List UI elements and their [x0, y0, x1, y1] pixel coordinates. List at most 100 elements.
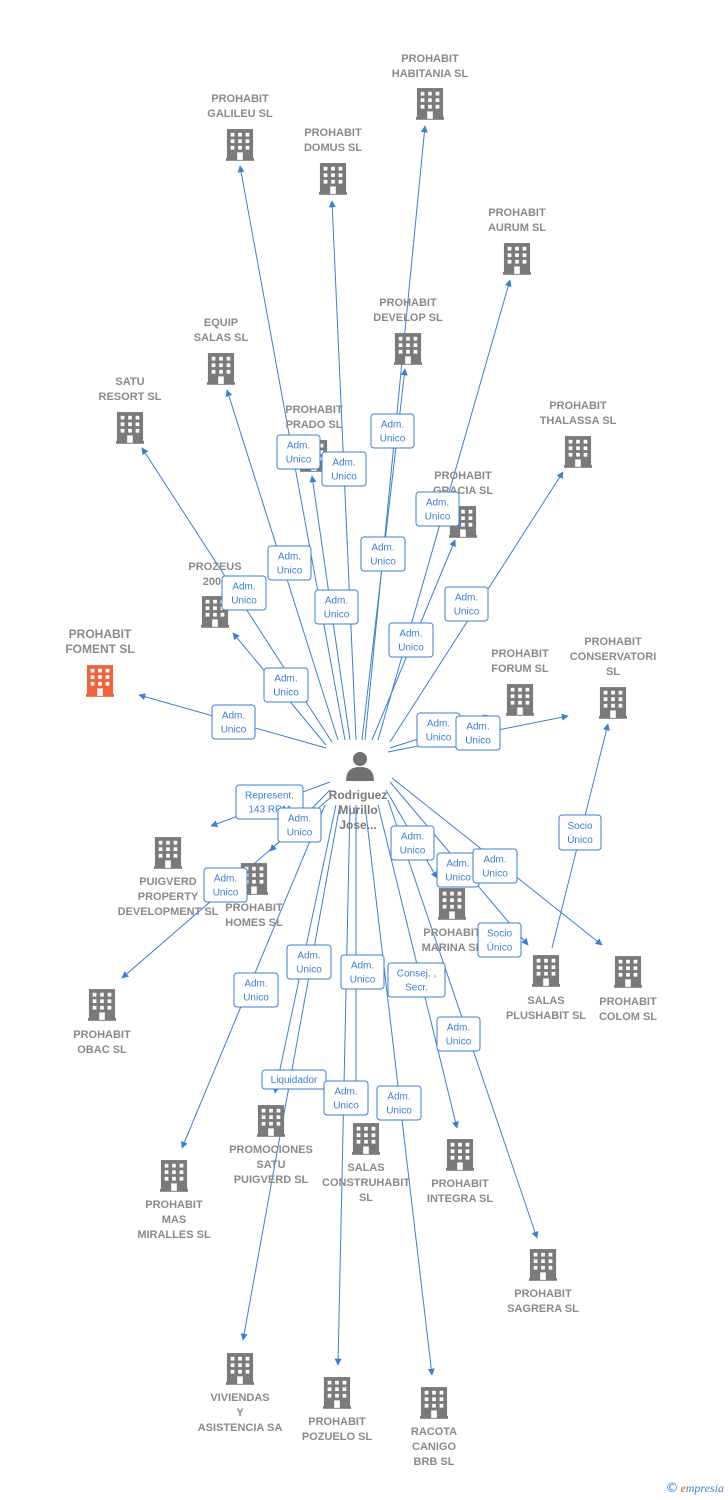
- edge-label-gracia[interactable]: Adm.Unico: [415, 491, 460, 527]
- building-icon: [614, 956, 642, 988]
- company-name-line: PROHABIT: [434, 470, 492, 482]
- company-name-line: PROHABIT: [491, 648, 549, 660]
- brand-name: mpresia: [685, 1481, 724, 1495]
- company-name-line: ASISTENCIA SA: [198, 1422, 283, 1434]
- edge-label-text: Unico: [446, 1037, 472, 1048]
- building-icon: [160, 1160, 188, 1192]
- edge-label-develop[interactable]: Adm.Unico: [360, 536, 406, 572]
- edge-label-racota[interactable]: Adm.Unico: [376, 1085, 422, 1121]
- building-icon: [446, 1139, 474, 1171]
- building-icon: [532, 955, 560, 987]
- building-icon: [438, 888, 466, 920]
- company-name-line: PROZEUS: [188, 561, 241, 573]
- edge-label-prado[interactable]: Adm.Unico: [314, 589, 359, 625]
- edge-label-forum[interactable]: Adm.Unico: [416, 712, 461, 748]
- building-icon: [352, 1123, 380, 1155]
- edge-label-mas[interactable]: Adm.Unico: [233, 972, 279, 1008]
- company-name-line: PRADO SL: [286, 419, 343, 431]
- edge-label-foment[interactable]: Adm.Unico: [211, 704, 256, 740]
- edge-label-text: Unico: [465, 736, 491, 747]
- edge-label-promociones[interactable]: Adm.Unico: [286, 944, 332, 980]
- company-node-habitania[interactable]: PROHABIT HABITANIA SL: [392, 53, 469, 120]
- company-name-line: INTEGRA SL: [427, 1193, 493, 1205]
- company-name-line: PROHABIT: [304, 127, 362, 139]
- company-name-line: PROHABIT: [145, 1199, 203, 1211]
- edge-label-sagrera[interactable]: Adm.Unico: [436, 1016, 481, 1052]
- edge-label-construhabit[interactable]: Adm.Unico: [340, 954, 385, 990]
- edge-label-text: Adm.: [381, 420, 404, 431]
- edge-label-prozeus[interactable]: Adm.Unico: [221, 575, 267, 611]
- edge-label-pozuelo[interactable]: Adm.Unico: [323, 1080, 369, 1116]
- company-name-line: OBAC SL: [77, 1044, 127, 1056]
- edge-label-text: Unico: [273, 688, 299, 699]
- edge-label-text: Secr.: [405, 983, 428, 994]
- edge-label-text: Unico: [286, 455, 312, 466]
- company-name-line: RACOTA: [411, 1426, 457, 1438]
- edge-label-habitania[interactable]: Adm.Unico: [370, 413, 415, 449]
- company-name-line: SL: [606, 666, 620, 678]
- edge-label-box: [360, 536, 406, 572]
- edge-label-text: Adm.: [297, 951, 320, 962]
- company-name-line: HABITANIA SL: [392, 68, 469, 80]
- edge-label-conservatori[interactable]: Adm.Unico: [455, 715, 501, 751]
- edge-label-domus[interactable]: Adm.Unico: [321, 451, 367, 487]
- edge-label-equip[interactable]: Adm.Unico: [267, 545, 312, 581]
- edge-label-homes[interactable]: Adm.Unico: [277, 807, 322, 843]
- edge-label-colom[interactable]: Adm.Unico: [472, 848, 518, 884]
- edge-label-box: [263, 667, 309, 703]
- edge-label-marina[interactable]: Adm.Unico: [390, 825, 435, 861]
- edge-label-satu[interactable]: Adm.Unico: [263, 667, 309, 703]
- center-person[interactable]: RodriguezMurilloJose...: [329, 752, 388, 832]
- company-name-line: AURUM SL: [488, 222, 546, 234]
- edge-label-box: [276, 434, 321, 470]
- company-name-line: MAS: [162, 1214, 186, 1226]
- company-name-line: FORUM SL: [491, 663, 549, 675]
- building-icon: [599, 687, 627, 719]
- edge-label-aurum[interactable]: Adm.Unico: [388, 622, 434, 658]
- company-name-line: RESORT SL: [99, 391, 162, 403]
- edge-label-promociones-liq[interactable]: Liquidador: [261, 1069, 327, 1090]
- edge-label-box: [387, 962, 446, 998]
- company-name-line: PROHABIT: [401, 53, 459, 65]
- company-node-forum[interactable]: PROHABIT FORUM SL: [491, 648, 549, 716]
- edge-label-box: [436, 1016, 481, 1052]
- edge-label-thalassa[interactable]: Adm.Unico: [444, 586, 489, 622]
- brand-footer[interactable]: ©empresia: [665, 1481, 724, 1496]
- company-name-line: CONSTRUHABIT: [322, 1177, 410, 1189]
- edge-label-integra[interactable]: Consej. ,Secr.: [387, 962, 446, 998]
- edge-label-text: Adm.: [287, 441, 310, 452]
- edge-label-text: Unico: [331, 472, 357, 483]
- edge-label-obac[interactable]: Adm.Unico: [203, 867, 248, 903]
- person-name-line: Murillo: [338, 803, 377, 817]
- edge-label-galileu[interactable]: Adm. Unico: [276, 434, 321, 470]
- edge-label-text: Unico: [243, 993, 269, 1004]
